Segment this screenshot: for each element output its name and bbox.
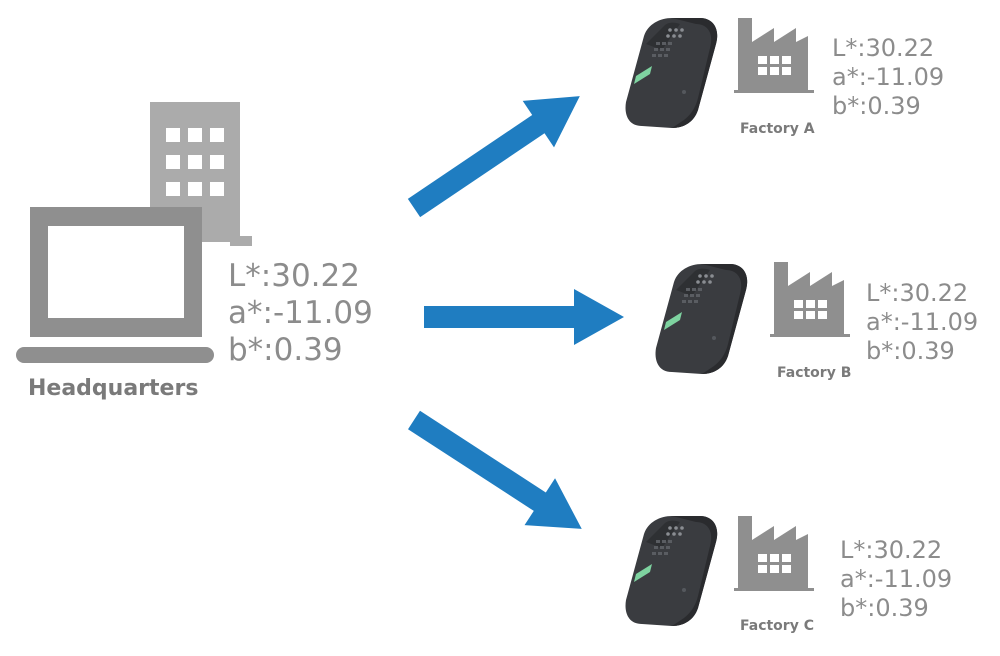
factory-a-l-value: L*:30.22 bbox=[832, 34, 935, 62]
factory-a-a-value: a*:-11.09 bbox=[832, 63, 945, 91]
factory-b-b-value: b*:0.39 bbox=[866, 337, 955, 365]
arrow-icon bbox=[398, 72, 596, 232]
factory-b-label: Factory B bbox=[777, 365, 852, 381]
arrow-icon bbox=[424, 289, 624, 345]
factory-c-label: Factory C bbox=[740, 618, 814, 634]
colorimeter-device-icon bbox=[625, 18, 718, 128]
colorimeter-device-icon bbox=[655, 264, 748, 374]
headquarters-label: Headquarters bbox=[28, 376, 199, 401]
hq-a-value: a*:-11.09 bbox=[228, 295, 373, 331]
factory-c-b-value: b*:0.39 bbox=[840, 594, 929, 622]
factory-c-l-value: L*:30.22 bbox=[840, 536, 943, 564]
factory-icon bbox=[770, 262, 850, 337]
colorimeter-device-icon bbox=[625, 516, 718, 626]
factory-a-lab-values: L*:30.22 a*:-11.09 b*:0.39 bbox=[832, 34, 944, 121]
arrow-icon bbox=[398, 396, 597, 553]
factory-icon bbox=[734, 516, 814, 591]
hq-lab-values: L*:30.22 a*:-11.09 b*:0.39 bbox=[228, 258, 373, 369]
hq-l-value: L*:30.22 bbox=[228, 258, 360, 294]
laptop-icon bbox=[16, 207, 214, 363]
factory-b-l-value: L*:30.22 bbox=[866, 279, 969, 307]
factory-icon bbox=[734, 18, 814, 93]
factory-c-lab-values: L*:30.22 a*:-11.09 b*:0.39 bbox=[840, 536, 952, 623]
factory-b-a-value: a*:-11.09 bbox=[866, 308, 979, 336]
hq-b-value: b*:0.39 bbox=[228, 332, 343, 368]
factory-b-lab-values: L*:30.22 a*:-11.09 b*:0.39 bbox=[866, 279, 978, 366]
factory-c-a-value: a*:-11.09 bbox=[840, 565, 953, 593]
factory-a-label: Factory A bbox=[740, 121, 815, 137]
factory-a-b-value: b*:0.39 bbox=[832, 92, 921, 120]
